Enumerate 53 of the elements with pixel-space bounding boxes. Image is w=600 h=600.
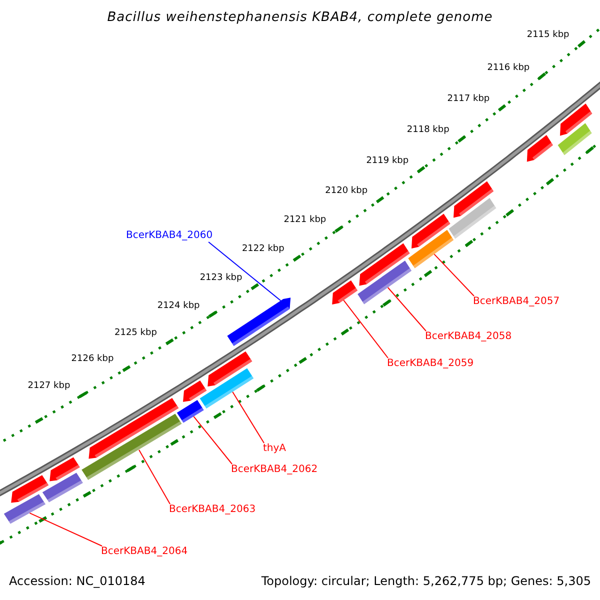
gene-bar xyxy=(526,135,553,162)
gene-bar xyxy=(88,398,179,459)
genome-stats-text: Topology: circular; Length: 5,262,775 bp; Genes: 5,305 xyxy=(261,575,591,587)
gene-bar xyxy=(408,230,454,268)
gene-bar xyxy=(176,400,204,423)
gene-bar xyxy=(227,298,291,346)
gene-bar xyxy=(82,414,182,480)
gene-label: BcerKBAB4_2062 xyxy=(231,465,318,475)
gene-label: BcerKBAB4_2063 xyxy=(169,505,256,515)
leader-line xyxy=(29,512,102,546)
gene-bar xyxy=(332,280,358,304)
scale-label: 2117 kbp xyxy=(447,95,490,104)
gene-bar xyxy=(560,104,592,136)
scale-label: 2116 kbp xyxy=(487,64,530,73)
gene-bar xyxy=(208,351,252,386)
accession-text: Accession: NC_010184 xyxy=(9,575,146,587)
scale-label: 2122 kbp xyxy=(242,245,284,254)
scale-label: 2118 kbp xyxy=(406,126,450,136)
leader-line xyxy=(232,391,264,444)
scale-label: 2125 kbp xyxy=(114,328,157,338)
leader-line xyxy=(434,254,474,296)
gene-label: thyA xyxy=(263,444,286,454)
leader-line xyxy=(208,242,282,302)
leader-line xyxy=(387,287,426,332)
gene-bar xyxy=(358,260,412,304)
gene-bar xyxy=(11,475,49,503)
gene-bar xyxy=(4,494,46,524)
gene-bar xyxy=(359,243,410,286)
gene-label: BcerKBAB4_2060 xyxy=(126,231,213,241)
gene-bar xyxy=(454,181,494,218)
gene-bar xyxy=(558,123,592,156)
gene-label: BcerKBAB4_2058 xyxy=(425,332,512,342)
gene-label: BcerKBAB4_2064 xyxy=(101,547,188,557)
gene-bar xyxy=(412,214,450,248)
gene-label: BcerKBAB4_2057 xyxy=(473,297,560,307)
gene-bar xyxy=(50,457,80,482)
title: Bacillus weihenstephanensis KBAB4, complete genome xyxy=(106,11,494,24)
scale-label: 2124 kbp xyxy=(157,302,200,310)
leader-line xyxy=(193,416,232,464)
gene-bar xyxy=(200,368,254,408)
scale-label: 2120 kbp xyxy=(325,186,368,196)
scale-label: 2123 kbp xyxy=(200,274,242,283)
scale-label: 2126 kbp xyxy=(71,355,114,364)
gene-label: BcerKBAB4_2059 xyxy=(387,359,474,369)
gene-bar xyxy=(448,198,496,239)
scale-label: 2119 kbp xyxy=(366,156,409,166)
gene-bar xyxy=(183,380,207,402)
scale-label: 2115 kbp xyxy=(526,31,570,40)
gene-bar xyxy=(42,472,83,502)
scale-label: 2127 kbp xyxy=(28,382,70,391)
leader-line xyxy=(343,300,388,358)
leader-line xyxy=(138,449,170,504)
scale-label: 2121 kbp xyxy=(284,216,326,226)
